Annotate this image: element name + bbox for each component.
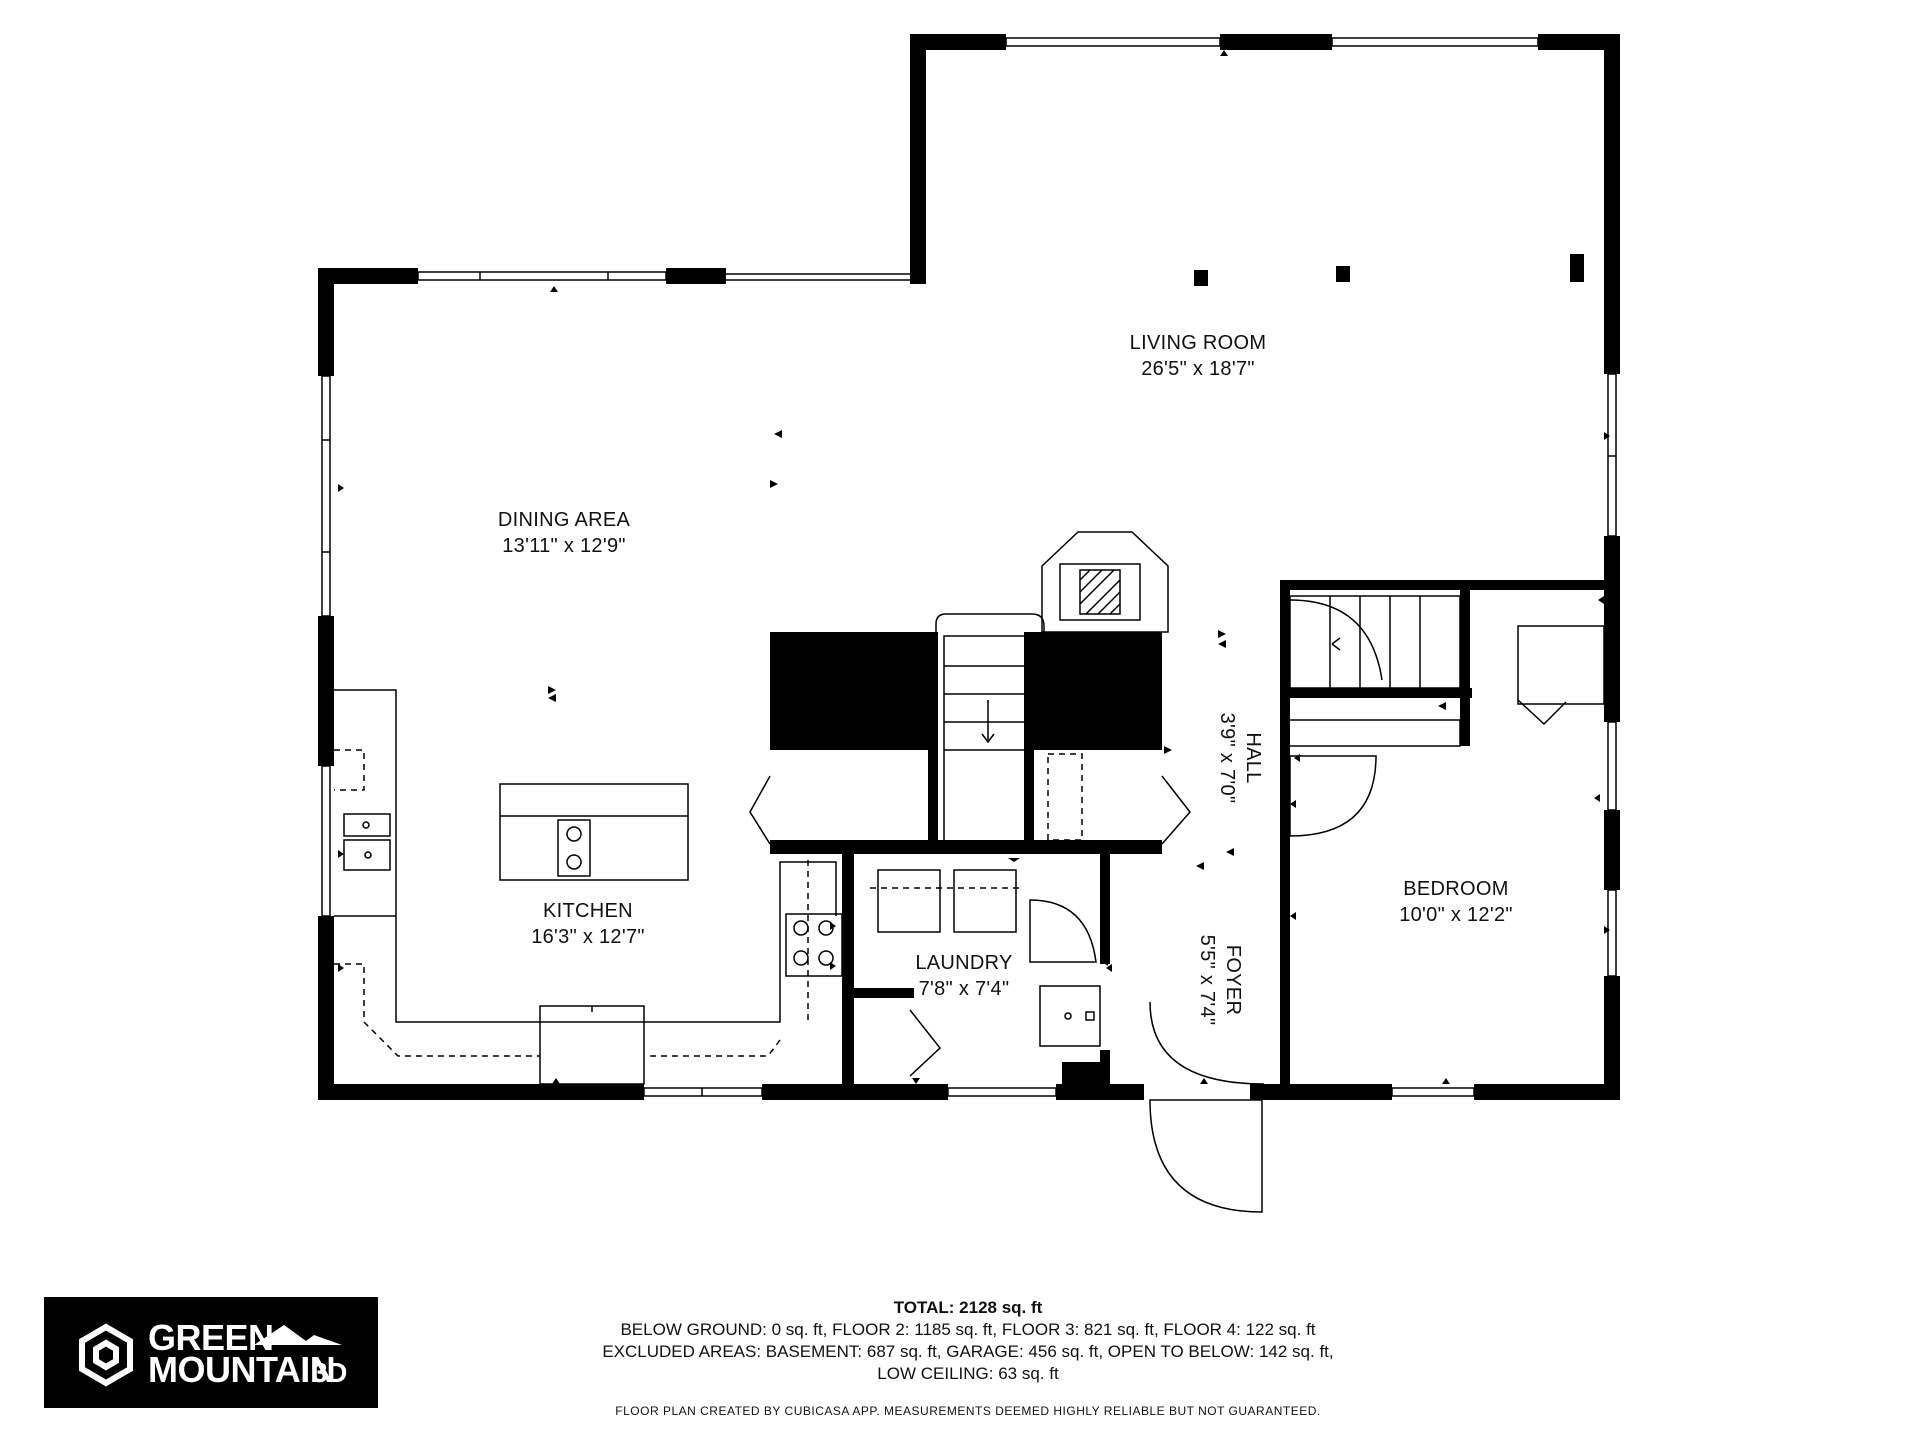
company-logo: GREEN MOUNTAIN 3D bbox=[44, 1297, 378, 1408]
laundry-sink bbox=[1039, 985, 1101, 1047]
wall-bottom bbox=[318, 1084, 644, 1100]
summary-line-3: LOW CEILING: 63 sq. ft bbox=[877, 1364, 1059, 1383]
room-name: LAUNDRY bbox=[915, 952, 1013, 974]
room-hall: HALL 3'9" x 7'0" bbox=[1214, 713, 1266, 804]
washer bbox=[877, 869, 941, 933]
kitchen-sink bbox=[343, 813, 391, 837]
floor-plan bbox=[318, 34, 1620, 1213]
logo-line1: GREEN bbox=[148, 1317, 274, 1358]
room-foyer: FOYER 5'5" x 7'4" bbox=[1194, 935, 1246, 1026]
wall-left bbox=[318, 268, 334, 376]
kitchen-island bbox=[499, 783, 689, 881]
wall-right-upper bbox=[1604, 34, 1620, 374]
room-name: KITCHEN bbox=[543, 900, 633, 922]
room-living: LIVING ROOM 26'5" x 18'7" bbox=[1130, 330, 1267, 382]
total-area: TOTAL: 2128 sq. ft bbox=[893, 1298, 1043, 1317]
room-name: DINING AREA bbox=[497, 509, 631, 531]
room-dims: 5'5" x 7'4" bbox=[1196, 934, 1218, 1026]
window-top-living-1 bbox=[1005, 37, 1221, 47]
room-laundry: LAUNDRY 7'8" x 7'4" bbox=[915, 950, 1012, 1002]
range-stove bbox=[785, 913, 843, 977]
room-dims: 16'3" x 12'7" bbox=[531, 926, 645, 948]
disclaimer: FLOOR PLAN CREATED BY CUBICASA APP. MEAS… bbox=[615, 1404, 1321, 1418]
summary-line-2: EXCLUDED AREAS: BASEMENT: 687 sq. ft, GA… bbox=[602, 1342, 1334, 1361]
room-dining: DINING AREA 13'11" x 12'9" bbox=[498, 507, 630, 559]
room-kitchen: KITCHEN 16'3" x 12'7" bbox=[531, 898, 645, 950]
foyer-door bbox=[1149, 1099, 1263, 1213]
room-bedroom: BEDROOM 10'0" x 12'2" bbox=[1399, 876, 1513, 928]
window-bottom-laundry bbox=[947, 1087, 1057, 1097]
closet-bedroom bbox=[1517, 625, 1605, 705]
room-name: BEDROOM bbox=[1403, 878, 1509, 900]
window-left-2 bbox=[321, 765, 331, 917]
room-name: FOYER bbox=[1222, 944, 1244, 1016]
window-right-2 bbox=[1607, 721, 1617, 811]
wall-top-left bbox=[318, 268, 418, 284]
room-dims: 10'0" x 12'2" bbox=[1399, 904, 1513, 926]
room-dims: 7'8" x 7'4" bbox=[918, 978, 1010, 1000]
room-dims: 26'5" x 18'7" bbox=[1141, 358, 1255, 380]
summary-line-1: BELOW GROUND: 0 sq. ft, FLOOR 2: 1185 sq… bbox=[620, 1320, 1316, 1339]
room-name: LIVING ROOM bbox=[1129, 332, 1267, 354]
stair-block-right bbox=[1032, 632, 1162, 750]
kitchen-counter-left bbox=[334, 689, 837, 1023]
window-bottom-kitchen bbox=[643, 1087, 763, 1097]
window-right-1 bbox=[1607, 373, 1617, 537]
cooktop-island bbox=[557, 819, 591, 877]
mountain-icon bbox=[254, 1325, 342, 1345]
window-right-3 bbox=[1607, 889, 1617, 977]
stairs-main bbox=[943, 635, 1033, 847]
fridge bbox=[539, 1005, 645, 1085]
room-name: HALL bbox=[1242, 732, 1264, 784]
window-top-living-2 bbox=[1331, 37, 1539, 47]
logo-cube-icon bbox=[79, 1323, 342, 1387]
logo-line2: MOUNTAIN bbox=[148, 1349, 336, 1390]
stairs-upper bbox=[1289, 595, 1461, 689]
room-dims: 3'9" x 7'0" bbox=[1216, 712, 1238, 804]
stair-block-left bbox=[770, 632, 936, 750]
room-dims: 13'11" x 12'9" bbox=[502, 535, 626, 557]
logo-suffix: 3D bbox=[312, 1357, 347, 1388]
area-summary: TOTAL: 2128 sq. ft BELOW GROUND: 0 sq. f… bbox=[468, 1297, 1468, 1385]
window-left-1 bbox=[321, 375, 331, 617]
fireplace bbox=[1041, 531, 1169, 633]
bedroom-door bbox=[1289, 755, 1377, 837]
dryer bbox=[953, 869, 1017, 933]
window-bottom-bedroom bbox=[1391, 1087, 1475, 1097]
window-top-dining bbox=[417, 271, 667, 281]
